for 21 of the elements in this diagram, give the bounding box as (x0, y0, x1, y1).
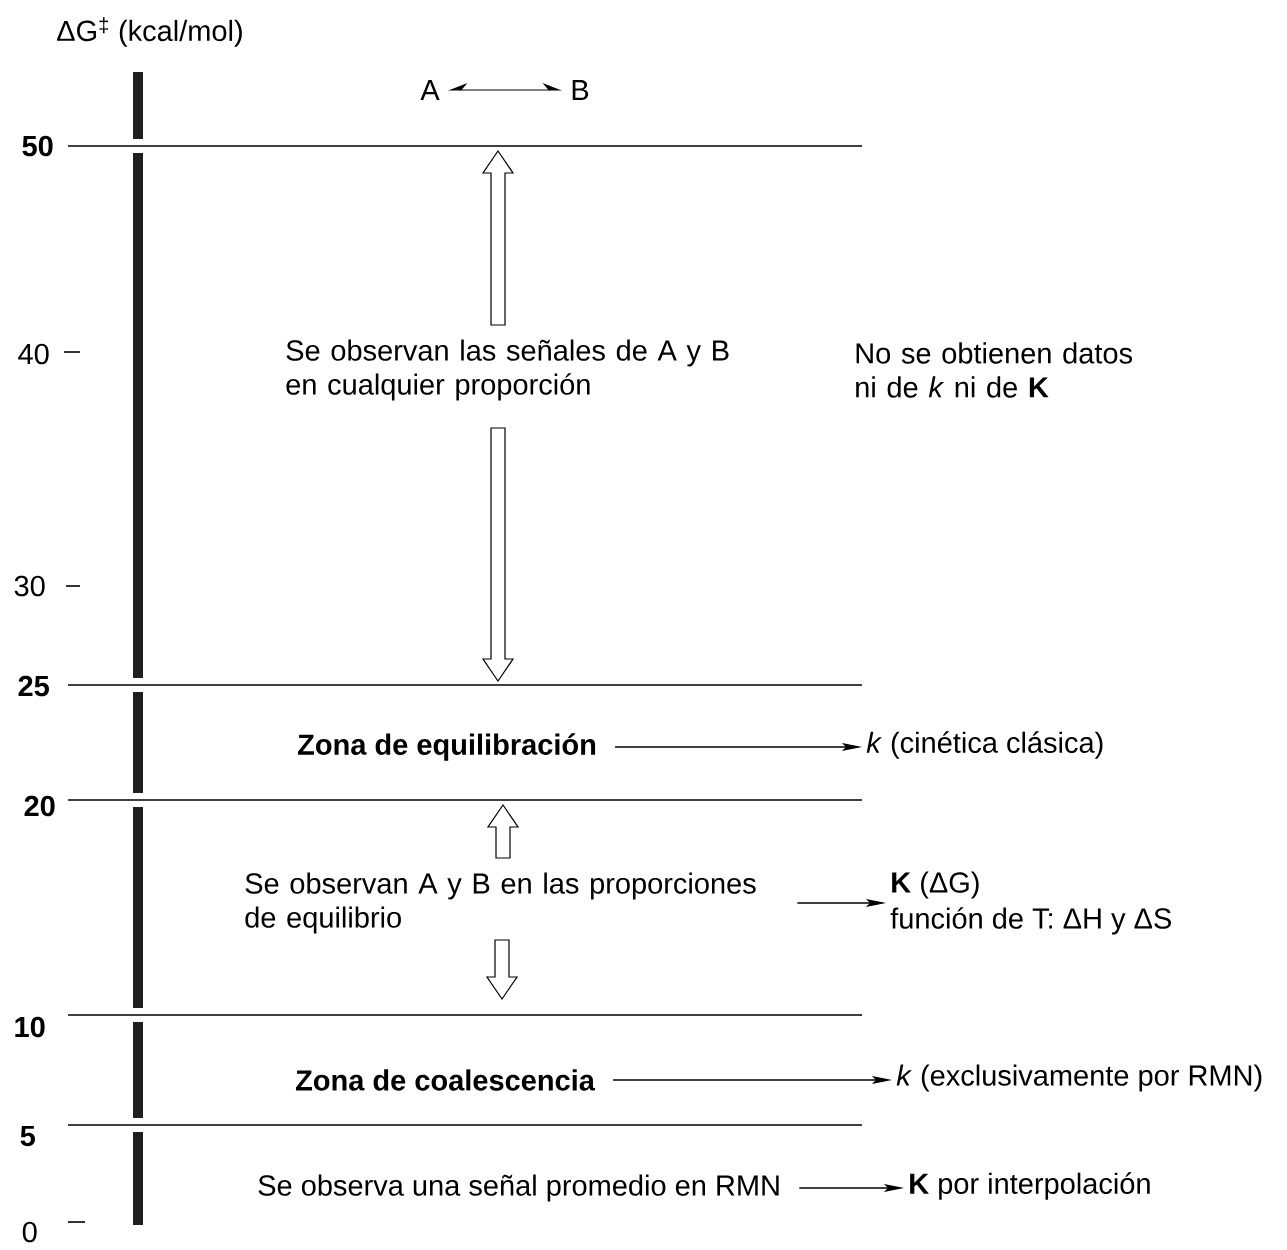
tick-label: 20 (24, 795, 55, 817)
tick-label: 10 (15, 1016, 45, 1038)
axis-title: ΔG$^{‡}$ (kcal/mol) (57, 17, 242, 47)
text-label: k (exclusivamente por RMN) (896, 1064, 1262, 1092)
text-label: Se observan A y B en las proporciones de equilibrio (245, 872, 756, 934)
tick-label: 50 (22, 135, 53, 157)
tick-label: 40 (18, 343, 49, 365)
text-label: B (572, 80, 589, 100)
tick-label: 25 (18, 675, 49, 697)
tick-label: 0 (22, 1221, 37, 1243)
text-label: K (ΔG) función de T: ΔH y ΔS (890, 871, 1171, 935)
text-label: Zona de equilibración (298, 733, 596, 761)
note-text: No se obtienen datos ni de k ni de K (856, 342, 1132, 398)
text-label: k (cinética clásica) (866, 731, 1103, 759)
text-label: Se observa una señal promedio en RMN (258, 1174, 779, 1202)
tick-label: 30 (14, 575, 45, 597)
text-label: A (420, 80, 440, 100)
text-label: K por interpolación (910, 1172, 1150, 1200)
note-text: Se observan las señales de A y B en cualquier proporción (286, 339, 729, 401)
text-label: Zona de coalescencia (295, 1069, 596, 1091)
tick-label: 5 (20, 1125, 35, 1147)
